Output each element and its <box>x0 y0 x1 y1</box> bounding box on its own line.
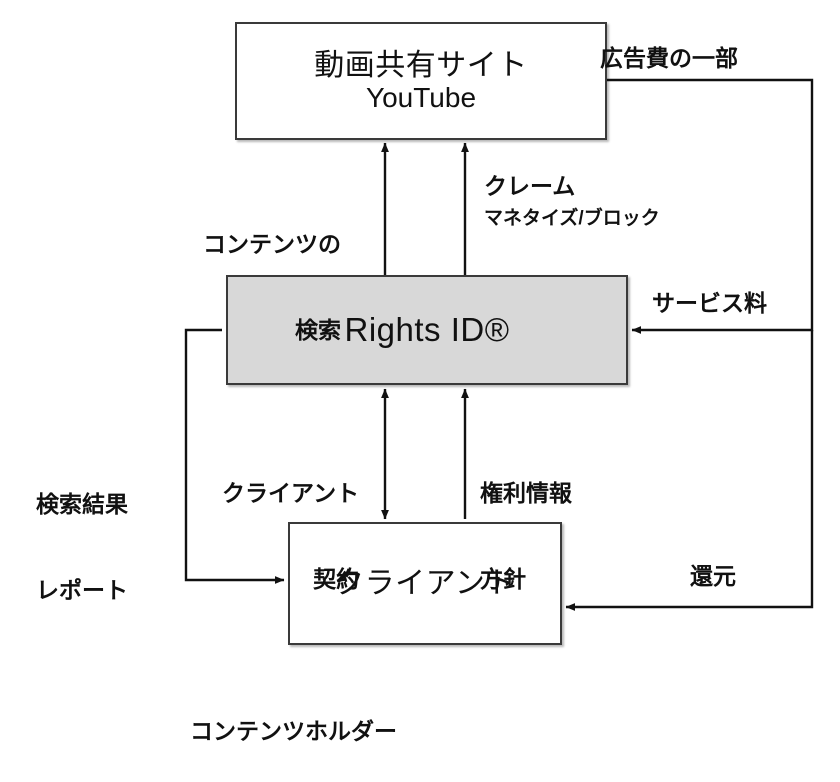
edge-label-rights-info: 権利情報 方針 <box>480 421 572 651</box>
node-video-sharing-site-subtitle: YouTube <box>365 82 477 114</box>
node-video-sharing-site[interactable]: 動画共有サイト YouTube <box>235 22 607 140</box>
edge-label-client-contract-line2: 契約 <box>313 565 360 592</box>
edge-label-claim-detail: マネタイズ/ブロック <box>484 208 660 229</box>
edge-label-search-report-line2: レポート <box>36 576 128 603</box>
edge-label-search-report: 検索結果 レポート <box>36 432 128 662</box>
footer-caption-line1: コンテンツホルダー <box>190 717 397 744</box>
node-client[interactable]: クライアント <box>288 522 562 645</box>
edge-label-rights-info-line2: 方針 <box>480 565 526 592</box>
footer-caption: コンテンツホルダー 放送局、レコード会社、映画配給会社、コンテ ンツ制作会社(音… <box>190 655 830 782</box>
node-client-label: クライアント <box>334 566 516 600</box>
edge-label-claim: クレーム <box>484 173 576 199</box>
edge-label-service-fee: サービス料 <box>652 290 767 316</box>
edge-label-content-search-line2: 検索 <box>295 316 341 343</box>
node-rights-id[interactable]: Rights ID® <box>226 275 628 385</box>
edge-label-client-contract: クライアント 契約 <box>222 421 359 651</box>
edge-label-content-search-line1: コンテンツの <box>203 230 341 257</box>
edge-label-revenue-return: 還元 <box>690 563 736 589</box>
edge-label-rights-info-line1: 権利情報 <box>480 479 572 506</box>
node-video-sharing-site-title: 動画共有サイト <box>314 48 528 82</box>
edge-label-content-search: コンテンツの 検索 <box>203 172 341 402</box>
edge-label-ad-revenue-share: 広告費の一部 <box>600 45 738 71</box>
node-rights-id-label: Rights ID® <box>344 310 510 348</box>
edge-label-search-report-line1: 検索結果 <box>36 490 128 517</box>
edge-label-client-contract-line1: クライアント <box>222 479 360 506</box>
